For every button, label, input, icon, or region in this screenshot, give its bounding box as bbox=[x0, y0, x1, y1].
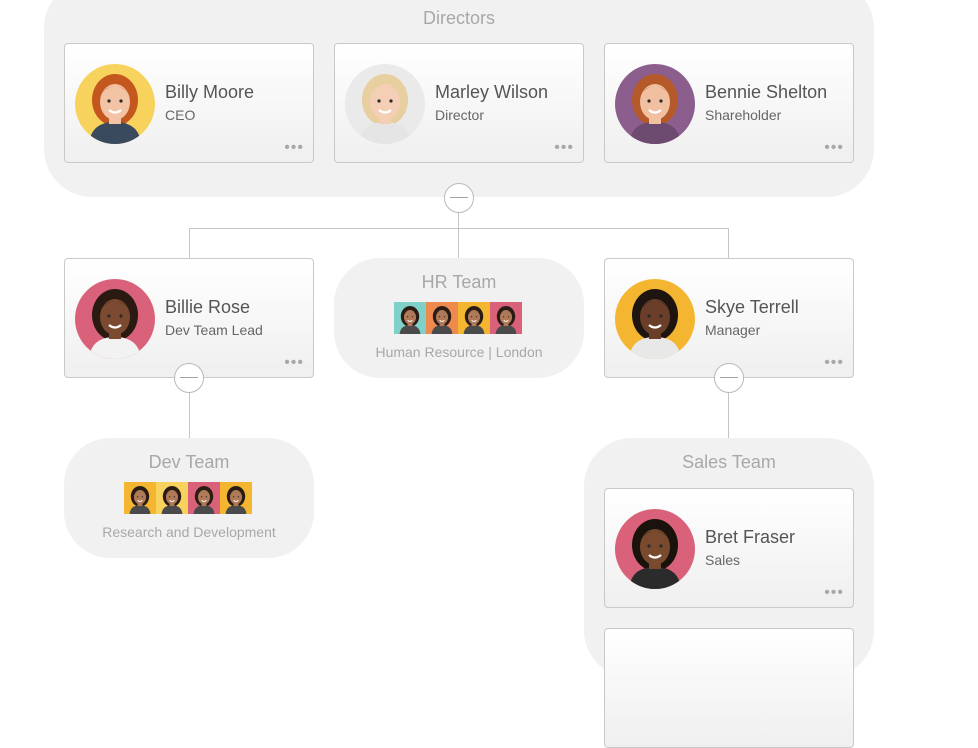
person-card[interactable]: Bret Fraser Sales ••• bbox=[604, 488, 854, 608]
person-role: CEO bbox=[165, 107, 196, 123]
team-member-photo bbox=[156, 482, 188, 514]
more-dots-icon[interactable]: ••• bbox=[284, 354, 304, 371]
team-title: Dev Team bbox=[148, 452, 230, 472]
person-name: Marley Wilson bbox=[435, 82, 549, 102]
sales-team-title: Sales Team bbox=[682, 452, 776, 472]
person-role: Manager bbox=[705, 322, 761, 338]
more-dots-icon[interactable]: ••• bbox=[824, 584, 844, 601]
avatar bbox=[75, 279, 155, 359]
collapse-toggle-icon[interactable] bbox=[714, 363, 744, 393]
team-member-photo bbox=[394, 302, 426, 334]
team-member-photo bbox=[220, 482, 252, 514]
team-member-photo bbox=[458, 302, 490, 334]
team-member-photo bbox=[490, 302, 522, 334]
connector-to-skye bbox=[728, 228, 729, 258]
connector-to-sales-team bbox=[728, 392, 729, 438]
person-card[interactable]: Billie Rose Dev Team Lead ••• bbox=[64, 258, 314, 378]
person-name: Bennie Shelton bbox=[705, 82, 828, 102]
connector-to-billie bbox=[189, 228, 190, 258]
more-dots-icon[interactable]: ••• bbox=[824, 354, 844, 371]
hr-team-node[interactable]: HR Team Human Resource | London bbox=[334, 258, 584, 378]
team-member-photo bbox=[426, 302, 458, 334]
connector-to-hr bbox=[458, 228, 459, 258]
team-member-photos bbox=[124, 482, 254, 514]
avatar bbox=[615, 64, 695, 144]
team-subtitle: Human Resource | London bbox=[375, 344, 543, 360]
person-name: Billie Rose bbox=[165, 297, 251, 317]
person-role: Dev Team Lead bbox=[165, 322, 263, 338]
person-card[interactable]: Skye Terrell Manager ••• bbox=[604, 258, 854, 378]
directors-group-title: Directors bbox=[422, 8, 495, 28]
collapse-toggle-icon[interactable] bbox=[444, 183, 474, 213]
team-member-photo bbox=[188, 482, 220, 514]
avatar bbox=[345, 64, 425, 144]
team-member-photo bbox=[124, 482, 156, 514]
person-name: Billy Moore bbox=[165, 82, 255, 102]
more-dots-icon[interactable]: ••• bbox=[284, 139, 304, 156]
team-subtitle: Research and Development bbox=[102, 524, 276, 540]
connector-to-dev-team bbox=[189, 392, 190, 438]
more-dots-icon[interactable]: ••• bbox=[554, 139, 574, 156]
dev-team-node[interactable]: Dev Team Research and Development bbox=[64, 438, 314, 558]
person-role: Sales bbox=[705, 552, 741, 568]
collapse-toggle-icon[interactable] bbox=[174, 363, 204, 393]
person-card[interactable]: Billy Moore CEO ••• bbox=[64, 43, 314, 163]
person-card[interactable]: Bennie Shelton Shareholder ••• bbox=[604, 43, 854, 163]
person-role: Director bbox=[435, 107, 485, 123]
person-card[interactable]: Marley Wilson Director ••• bbox=[334, 43, 584, 163]
person-role: Shareholder bbox=[705, 107, 782, 123]
avatar bbox=[615, 279, 695, 359]
avatar bbox=[75, 64, 155, 144]
connector-horizontal bbox=[189, 228, 729, 229]
more-dots-icon[interactable]: ••• bbox=[824, 139, 844, 156]
avatar bbox=[615, 509, 695, 589]
team-title: HR Team bbox=[421, 272, 497, 292]
person-card-partial[interactable] bbox=[604, 628, 854, 748]
person-name: Skye Terrell bbox=[705, 297, 799, 317]
connector-directors-down bbox=[458, 212, 459, 228]
team-member-photos bbox=[394, 302, 524, 334]
person-name: Bret Fraser bbox=[705, 527, 796, 547]
